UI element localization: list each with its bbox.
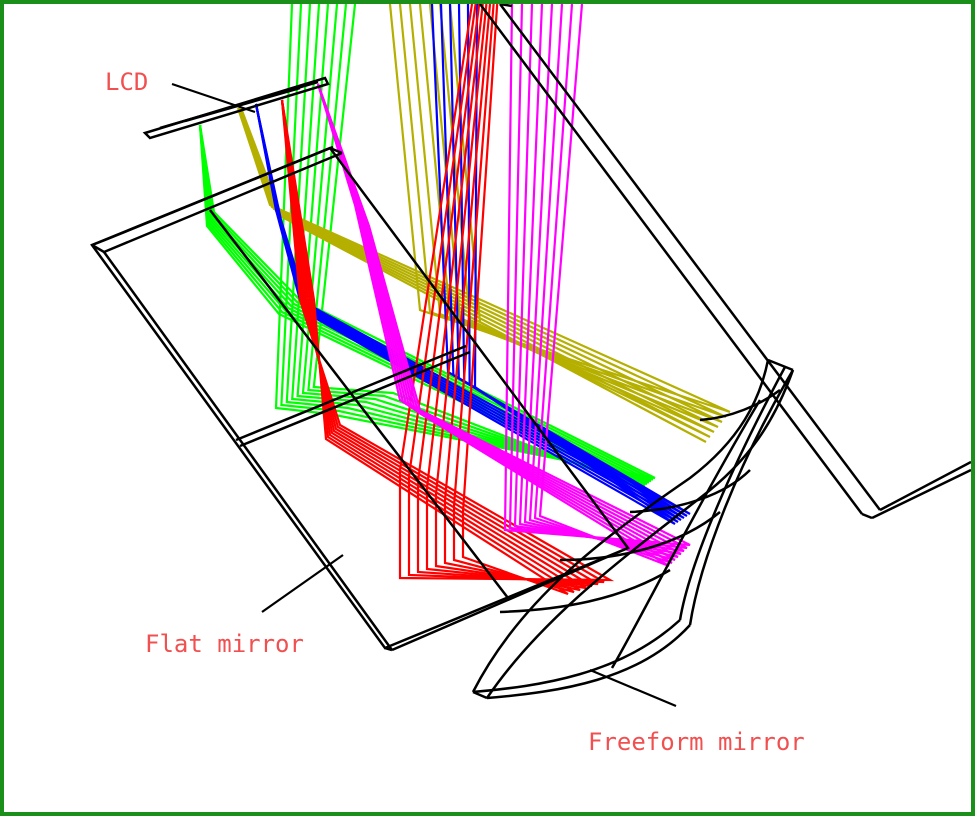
lcd-leader-line [171, 82, 256, 114]
ray-red-line [280, 4, 581, 592]
ray-red-line [280, 4, 575, 594]
ray-green-line [198, 4, 646, 487]
freeform-mirror [471, 358, 795, 700]
ray-red-line [280, 4, 569, 596]
ray-bundle-magenta [316, 4, 691, 568]
leader-lines [171, 82, 677, 708]
ray-bundle-red [280, 4, 615, 596]
freeform-mirror-leader-line [589, 668, 677, 708]
ray-magenta-line [316, 4, 670, 568]
lcd-panel [142, 76, 330, 140]
lcd-label: LCD [105, 68, 148, 96]
ray-green-line [198, 4, 642, 490]
ray-green-line [198, 4, 648, 486]
freeform-mirror-label: Freeform mirror [588, 728, 805, 756]
flat-mirror [90, 145, 630, 652]
ray-red-line [280, 4, 587, 590]
ray-green-line [198, 4, 656, 480]
housing-barrel [478, 4, 971, 520]
ray-green-line [198, 4, 650, 484]
ray-bundle-green [198, 4, 656, 490]
flat-mirror-label: Flat mirror [145, 630, 304, 658]
flat-mirror-leader-line [261, 554, 344, 613]
ray-green-line [198, 4, 652, 483]
optical-layout-diagram: LCD Flat mirror Freeform mirror [90, 4, 971, 756]
